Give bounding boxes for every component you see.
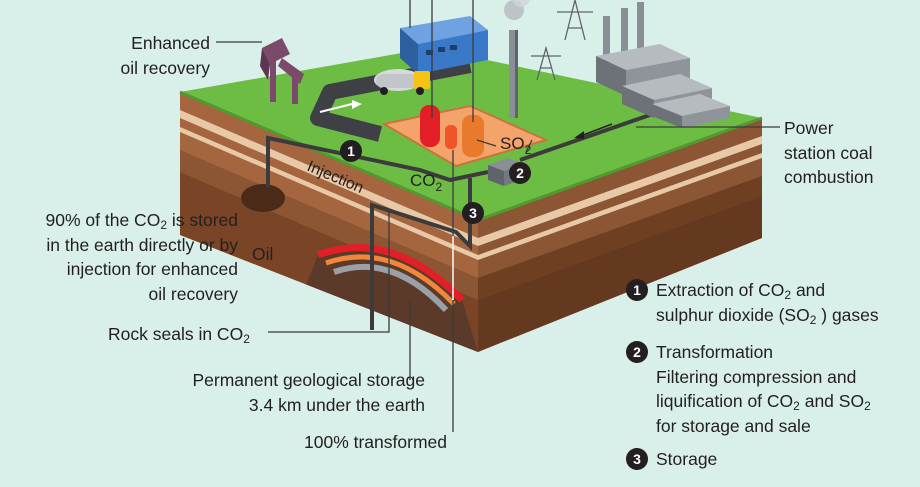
legend-2-line-3: liquification of CO2 and SO2 [656,391,871,413]
storage-percentage-label: 90% of the CO2 is stored in the earth di… [46,208,238,306]
legend-2-line-1: Transformation [656,342,774,362]
legend-2-line-2: Filtering compression and [656,366,857,387]
soil-side-face [478,118,762,352]
marker-3: 3 [462,202,484,224]
permanent-storage-label: Permanent geological storage 3.4 km unde… [192,368,425,417]
oil-pump-jack [260,38,304,104]
legend-3-line-1: Storage [656,449,718,469]
legend-number-3: 3 [626,448,648,470]
legend-block-3: 3 Storage [626,447,717,472]
legend-item-2: 2 Transformation Filtering compression a… [626,340,871,438]
office-building [400,16,488,74]
legend-2-line-4: for storage and sale [656,415,811,436]
stored-line-4: oil recovery [148,283,238,304]
legend-number-2: 2 [626,341,648,363]
legend-1-line-2: sulphur dioxide (SO2 ) gases [656,304,879,327]
enhanced-oil-recovery-label: Enhanced oil recovery [121,31,210,80]
power-station-label: Power station coal combustion [784,116,874,190]
co2-tanks [420,105,484,157]
stored-line-1: 90% of the CO2 is stored [45,210,238,232]
power-line-3: combustion [784,167,874,187]
rock-seals-label: Rock seals in CO2 [108,324,250,346]
transformed-label: 100% transformed [304,432,447,452]
stored-line-3: injection for enhanced [66,259,238,279]
chimney [504,0,530,118]
power-station [596,2,730,128]
enhanced-line-1: Enhanced [131,33,210,53]
legend-number-1: 1 [626,279,648,301]
permanent-line-1: Permanent geological storage [192,370,425,390]
legend-item-3: 3 Storage [626,447,717,472]
marker-2: 2 [509,162,531,184]
stored-line-2: in the earth directly or by [46,234,238,255]
svg-text:2: 2 [516,165,524,181]
power-line-1: Power [784,118,834,138]
oil-label: Oil [252,244,274,264]
enhanced-line-2: oil recovery [120,57,210,78]
marker-1: 1 [340,140,362,162]
legend-item-1: 1 Extraction of CO2 and sulphur dioxide … [626,278,879,327]
svg-text:1: 1 [347,143,355,159]
tanker-truck [374,69,430,95]
svg-text:3: 3 [469,205,477,221]
permanent-line-2: 3.4 km under the earth [248,394,425,415]
legend: 1 Extraction of CO2 and sulphur dioxide … [626,278,879,327]
co2-pad-label: CO2 [410,171,443,194]
power-line-2: station coal [784,142,873,163]
legend-block-2: 2 Transformation Filtering compression a… [626,340,871,438]
power-pylons [531,0,593,81]
so2-pad-label: SO2 [500,134,532,157]
legend-1-line-1: Extraction of CO2 and [656,280,826,302]
